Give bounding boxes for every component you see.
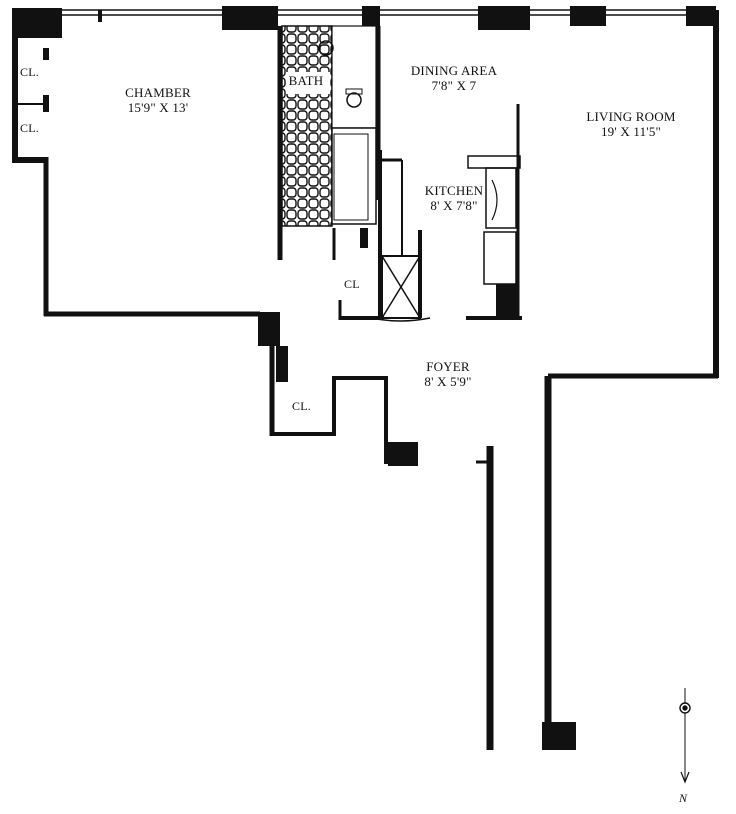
shaft-box <box>371 150 431 322</box>
closet-label-3: CL <box>344 277 360 291</box>
foyer-name: FOYER <box>426 359 470 374</box>
bath-label: BATH <box>284 73 328 89</box>
living-room-walls <box>544 10 719 748</box>
kitchen-fixtures <box>466 104 522 320</box>
chamber-walls <box>12 20 260 317</box>
kitchen-label: KITCHEN 8' X 7'8" <box>412 183 496 214</box>
closet-label-4: CL. <box>292 399 311 413</box>
chamber-dims: 15'9" X 13' <box>127 99 189 115</box>
top-window-line <box>60 9 715 16</box>
bath <box>277 25 381 260</box>
kitchen-name: KITCHEN <box>424 183 484 198</box>
foyer-pillars <box>258 312 576 750</box>
foyer-label: FOYER 8' X 5'9" <box>408 359 488 390</box>
chamber-name: CHAMBER <box>125 85 191 100</box>
bath-name: BATH <box>288 73 324 88</box>
closet-label-1: CL. <box>20 65 39 79</box>
dining-name: DINING AREA <box>410 63 498 78</box>
cl-closet-walls <box>338 300 384 320</box>
living-room-dims: 19' X 11'5" <box>600 123 662 139</box>
wall-pillars <box>12 6 716 38</box>
north-label: N <box>679 791 688 805</box>
dining-label: DINING AREA 7'8" X 7 <box>394 63 514 94</box>
foyer-dims: 8' X 5'9" <box>424 373 472 389</box>
living-room-name: LIVING ROOM <box>586 109 676 124</box>
dining-dims: 7'8" X 7 <box>431 77 477 93</box>
living-room-label: LIVING ROOM 19' X 11'5" <box>566 109 696 140</box>
north-arrow <box>679 688 691 784</box>
closet-label-2: CL. <box>20 121 39 135</box>
kitchen-dims: 8' X 7'8" <box>430 197 478 213</box>
chamber-label: CHAMBER 15'9" X 13' <box>98 85 218 116</box>
